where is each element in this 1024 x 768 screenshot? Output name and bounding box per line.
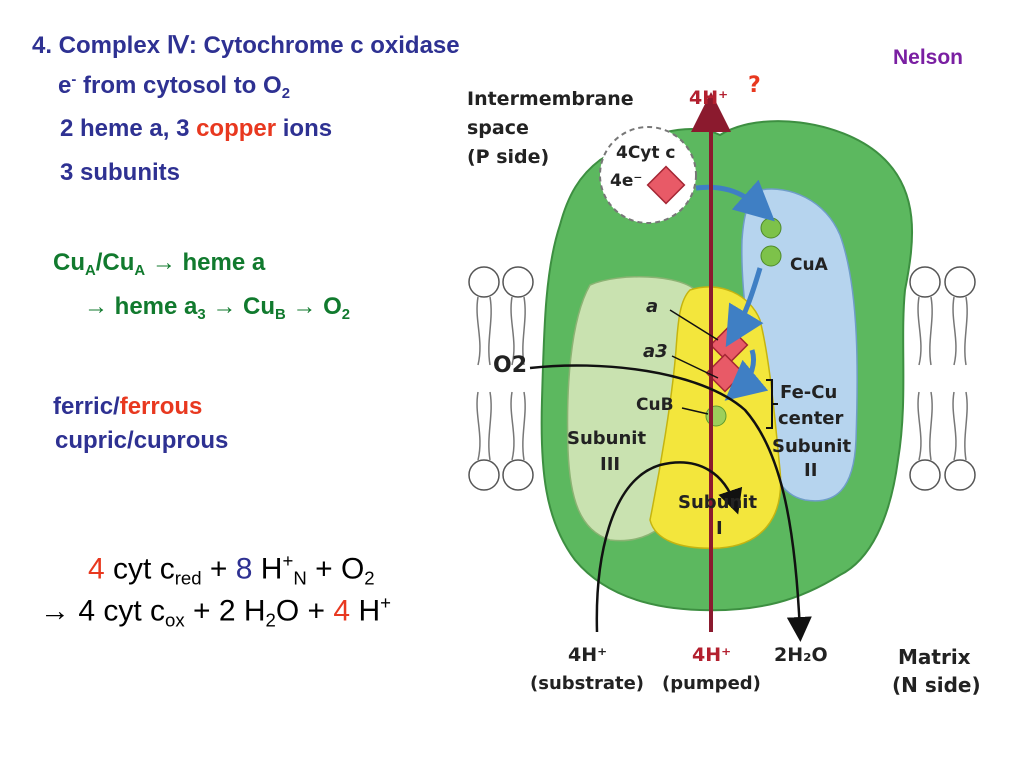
subunit-I-label-2: I [716,518,723,539]
heme-a3-leader [671,355,719,379]
ims-label-1: Intermembrane [467,88,634,110]
electron-flow-arrow-1 [695,179,775,222]
matrix-label-1: Matrix [898,645,971,669]
cyt-electrons-label: 4e⁻ [610,171,642,191]
heme-a-label: a [646,296,658,317]
ims-label-2: space [467,117,529,139]
ims-label-3: (P side) [467,146,549,168]
fe-cu-label-2: center [778,408,844,429]
substrate-label: (substrate) [530,673,644,694]
pumped-label: (pumped) [662,673,761,694]
subunit-III-label-2: III [600,454,620,475]
water-label: 2H₂O [774,644,828,666]
ferric-ferrous: ferric/ferrous [53,393,203,420]
cub-leader [681,407,709,415]
subunit-II-label-1: Subunit [772,436,851,457]
oxygen-path-arrow [529,364,812,642]
fe-cu-label-1: Fe-Cu [780,382,837,403]
cupric-cuprous: cupric/cuprous [55,427,229,454]
cyt-c-label: 4Cyt c [616,143,676,163]
electron-flow-arrow-3 [724,349,769,401]
cua-center [760,217,782,267]
equation-line-2: → 4 cyt cox + 2 H2O + 4 H+ [40,592,391,631]
bullet-electron-path: e- from cytosol to O2 [58,72,290,102]
matrix-label-2: (N side) [892,673,981,697]
heme-a-leader [669,309,719,341]
pumped-proton-label: 4H⁺ [692,644,731,666]
slide-title: 4. Complex Ⅳ: Cytochrome c oxidase [32,32,460,59]
membrane-right [909,266,976,491]
cub-label: CuB [636,395,674,415]
bullet-hemes-coppers: 2 heme a, 3 copper ions [60,115,333,142]
electron-path-line-2: → heme a3 → CuB → O2 [84,293,351,323]
cua-label: CuA [790,255,829,275]
subunit-I-label-1: Subunit [678,492,757,513]
substrate-proton-label: 4H⁺ [568,644,607,666]
subunit-III-label-1: Subunit [567,428,646,449]
bullet-subunits: 3 subunits [60,159,181,186]
credit-label: Nelson [893,46,964,69]
electron-flow-arrow-2 [725,267,764,348]
question-mark: ? [748,73,761,98]
substrate-proton-arrow [595,461,743,633]
heme-a3-label: a3 [643,341,668,362]
electron-path-line-1: CuA/CuA → heme a [53,249,266,279]
fe-cu-bracket [766,379,778,429]
top-proton-label: 4H⁺ [689,87,728,109]
cytochrome-c-bubble: 4Cyt c 4e⁻ [599,126,697,224]
membrane-left [468,266,534,491]
subunit-II-label-2: II [804,460,817,481]
equation-line-1: 4 cyt cred + 8 H+N + O2 [88,550,375,589]
o2-label: O2 [493,353,527,378]
